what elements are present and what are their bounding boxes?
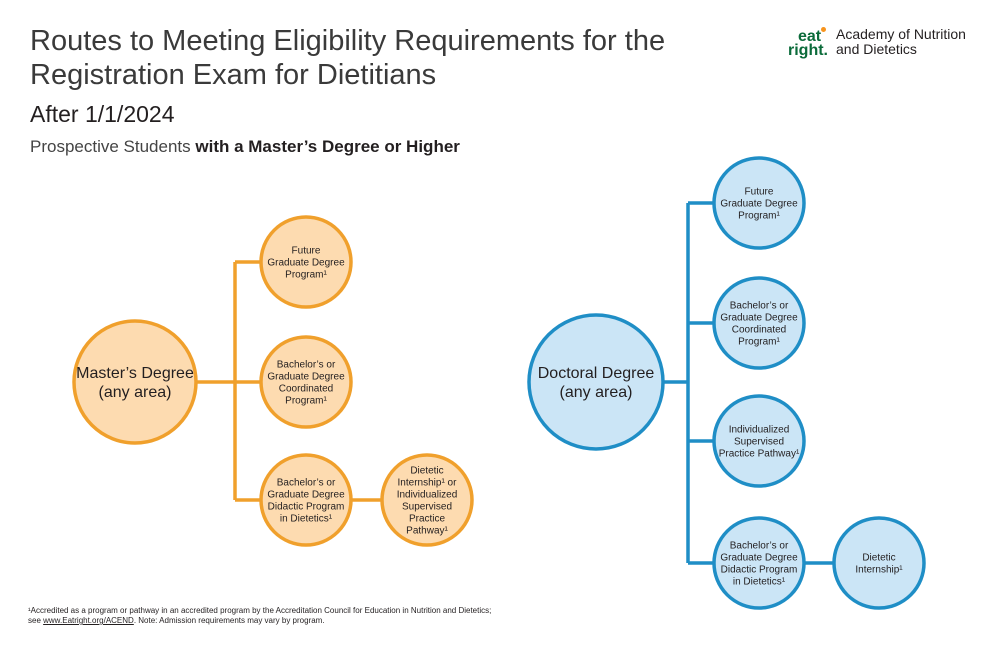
masters-route-label-2-line-2: Graduate Degree (267, 372, 345, 383)
footnote-line2: see www.Eatright.org/ACEND. Note: Admiss… (28, 616, 728, 626)
doctoral-route-label-3-line-2: Supervised (734, 437, 784, 448)
doctoral-route-label-4-line-1: Bachelor’s or (730, 541, 789, 552)
masters-route-circle-3 (259, 453, 353, 547)
masters-followup-label-line-5: Practice (409, 514, 446, 525)
doctoral-followup-label-line-1: Dietetic (862, 553, 895, 564)
doctoral-route-label-1-line-1: Future (745, 187, 774, 198)
masters-root-label-line-1: Master’s Degree (76, 365, 194, 382)
masters-route-label-1-line-2: Graduate Degree (267, 258, 345, 269)
doctoral-route-label-4-line-3: Didactic Program (721, 565, 798, 576)
masters-followup-label-line-4: Supervised (402, 502, 452, 513)
audience-line: Prospective Students with a Master’s Deg… (30, 136, 460, 158)
doctoral-route-label-2-line-3: Coordinated (732, 325, 786, 336)
masters-route-label-3-line-2: Graduate Degree (267, 490, 345, 501)
doctoral-route-circle-2 (712, 276, 806, 370)
doctoral-connectors (663, 201, 833, 565)
acend-link[interactable]: www.Eatright.org/ACEND (43, 616, 134, 625)
masters-root-label-line-2: (any area) (99, 384, 172, 401)
audience-prefix: Prospective Students (30, 137, 196, 156)
footnote-note: . Note: Admission requirements may vary … (133, 616, 325, 625)
masters-root-node: Master’s Degree (any area) (72, 319, 198, 445)
logo-name-line2: and Dietetics (836, 41, 917, 57)
doctoral-root-circle (527, 313, 665, 451)
doctoral-route-label-2-line-2: Graduate Degree (720, 313, 798, 324)
academy-logo: eat right. Academy of Nutrition and Diet… (788, 26, 966, 60)
doctoral-route-circle-4 (712, 516, 806, 610)
masters-route-circle-2 (259, 335, 353, 429)
doctoral-route-label-4-line-2: Graduate Degree (720, 553, 798, 564)
doctoral-route-label-3-line-3: Practice Pathway¹ (719, 449, 800, 460)
doctoral-route-label-1-line-2: Graduate Degree (720, 199, 798, 210)
logo-name-line1: Academy of Nutrition (836, 26, 966, 42)
page-subtitle: After 1/1/2024 (30, 101, 175, 127)
doctoral-route-label-1-line-3: Program¹ (738, 211, 780, 222)
doctoral-followup-label-line-2: Internship¹ (855, 565, 903, 576)
masters-connectors (196, 260, 381, 502)
doctoral-route-label-3-line-1: Individualized (729, 425, 790, 436)
doctoral-route-label-4-line-4: in Dietetics¹ (733, 577, 786, 588)
masters-route-label-2-line-1: Bachelor’s or (277, 360, 336, 371)
masters-route-label-2-line-3: Coordinated (279, 384, 333, 395)
page-title: Routes to Meeting Eligibility Requiremen… (30, 25, 666, 91)
logo-organization-name: Academy of Nutrition and Dietetics (836, 27, 966, 57)
doctoral-root-label-line-1: Doctoral Degree (538, 365, 655, 382)
masters-route-label-3-line-1: Bachelor’s or (277, 478, 336, 489)
masters-route-label-2-line-4: Program¹ (285, 396, 327, 407)
doctoral-route-circle-1 (712, 156, 806, 250)
doctoral-root-label-line-2: (any area) (560, 384, 633, 401)
masters-followup-circle (380, 453, 474, 547)
logo-mark-top: eat (798, 28, 822, 45)
masters-route-label-1-line-3: Program¹ (285, 270, 327, 281)
doctoral-followup-circle (832, 516, 926, 610)
doctoral-route-label-2-line-4: Program¹ (738, 337, 780, 348)
masters-followup-label-line-1: Dietetic (410, 466, 443, 477)
masters-followup-label-line-2: Internship¹ or (398, 478, 458, 489)
logo-dot (821, 27, 826, 32)
masters-root-label: Master’s Degree (any area) (76, 365, 194, 401)
doctoral-route-circle-3 (712, 394, 806, 488)
masters-followup-label-line-3: Individualized (397, 490, 458, 501)
footnote-line1: ¹Accredited as a program or pathway in a… (28, 606, 492, 615)
doctoral-root-label: Doctoral Degree (any area) (538, 365, 655, 401)
masters-route-label-3-line-3: Didactic Program (268, 502, 345, 513)
masters-route-label-3-line-4: in Dietetics¹ (280, 514, 333, 525)
footnote: ¹Accredited as a program or pathway in a… (28, 606, 728, 626)
doctoral-root-node: Doctoral Degree (any area) (527, 313, 665, 451)
doctoral-route-label-2-line-1: Bachelor’s or (730, 301, 789, 312)
masters-followup-label-line-6: Pathway¹ (406, 526, 448, 537)
footnote-see: see (28, 616, 44, 625)
logo-mark-bottom: right. (788, 42, 828, 59)
masters-route-label-1-line-1: Future (292, 246, 321, 257)
masters-root-circle (72, 319, 198, 445)
eatright-logo-mark: eat right. (788, 26, 832, 60)
audience-bold: with a Master’s Degree or Higher (195, 137, 460, 156)
masters-route-circle-1 (259, 215, 353, 309)
